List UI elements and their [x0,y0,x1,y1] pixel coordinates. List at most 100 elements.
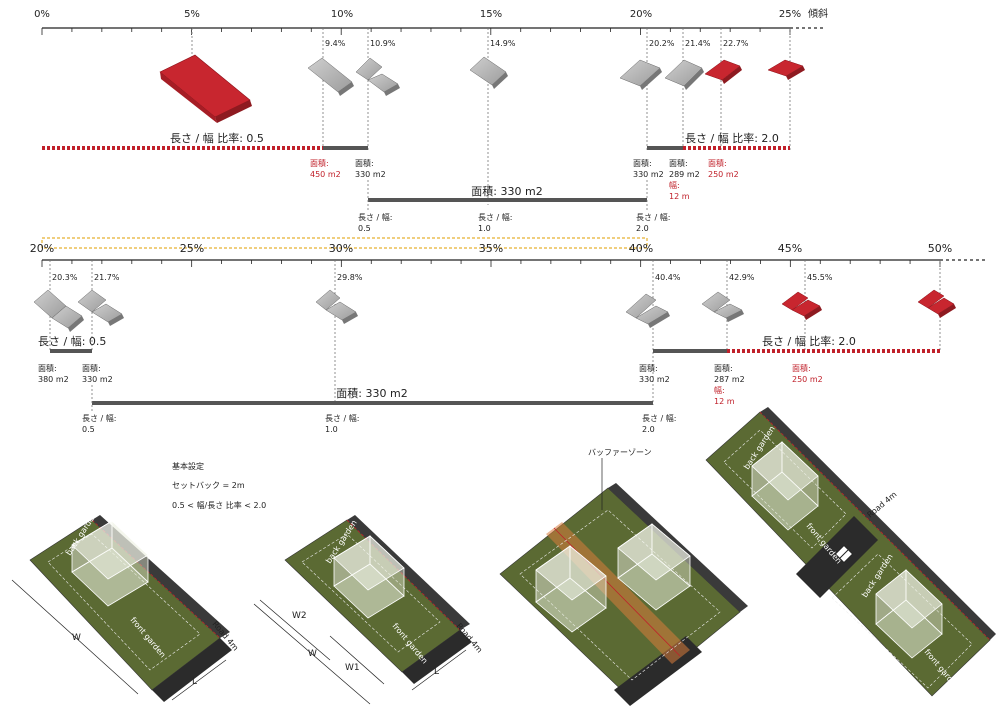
top-lw-label-3: 長さ / 幅: [636,212,670,222]
building-volume-4a [751,441,819,531]
top-block-gray-5 [664,59,704,90]
bottom-area-value-2: 330 m2 [82,375,113,384]
bottom-block-gray-5 [701,291,744,322]
bottom-block-gray-3 [315,289,358,324]
bottom-width-label: 幅: [714,385,725,395]
bottom-width-value: 12 m [714,397,735,406]
settings-title: 基本設定 [172,461,204,471]
bottom-tick-50: 50% [928,242,952,255]
plan2-w1: W1 [345,663,360,673]
bottom-area-label-1: 面積: [38,363,57,373]
building-volume-4b [875,569,943,659]
bottom-area-value-4: 287 m2 [714,375,745,384]
top-area-value-5: 250 m2 [708,170,739,179]
plan1-w: W [72,633,81,643]
bottom-block-red-1 [781,291,822,320]
bottom-marker-1: 20.3% [52,273,78,282]
bottom-area-label-3: 面積: [639,363,658,373]
top-ratio-right: 長さ / 幅 比率: 2.0 [685,131,779,145]
top-ratio-left: 長さ / 幅 比率: 0.5 [170,131,264,145]
top-lw-label-2: 長さ / 幅: [478,212,512,222]
top-width-value: 12 m [669,192,690,201]
slope-unit-label: 傾斜 [808,7,828,20]
top-lw-label-1: 長さ / 幅: [358,212,392,222]
bottom-tick-25: 25% [180,242,204,255]
bottom-area-label-2: 面積: [82,363,101,373]
settings-ratio: 0.5 < 幅/長さ 比率 < 2.0 [172,500,266,510]
building-volume-3b [617,523,691,611]
top-area-value-3: 330 m2 [633,170,664,179]
bottom-lw-value-2: 1.0 [325,425,338,434]
plan4-road: Road 4m [866,490,899,520]
basic-settings: 基本設定 セットバック = 2m 0.5 < 幅/長さ 比率 < 2.0 [172,461,266,510]
top-block-gray-3 [469,56,508,89]
bottom-lw-value-3: 2.0 [642,425,655,434]
top-block-red-large [159,54,252,123]
top-area-value-1: 450 m2 [310,170,341,179]
top-marker-3: 14.9% [490,39,516,48]
top-lw-value-3: 2.0 [636,224,649,233]
settings-setback: セットバック = 2m [172,481,245,490]
bottom-tick-40: 40% [629,242,653,255]
bottom-marker-4: 40.4% [655,273,681,282]
top-block-red-1 [704,59,742,84]
top-tick-0: 0% [34,9,50,20]
top-tick-10: 10% [331,9,353,20]
bottom-lw-label-1: 長さ / 幅: [82,413,116,423]
top-marker-5: 21.4% [685,39,711,48]
building-volume-3a [535,545,607,633]
top-area-label-2: 面積: [355,158,374,168]
plan2-w: W [308,649,317,659]
top-block-gray-1 [307,57,354,96]
top-tick-5: 5% [184,9,200,20]
bottom-block-gray-4 [625,293,670,328]
top-marker-1: 9.4% [325,39,346,48]
bottom-block-gray-1 [33,289,84,332]
bottom-marker-2: 21.7% [94,273,120,282]
bottom-area-band: 面積: 330 m2 [336,386,407,400]
bottom-area-label-4: 面積: [714,363,733,373]
top-block-red-2 [767,59,805,80]
bottom-marker-3: 29.8% [337,273,363,282]
top-lw-value-1: 0.5 [358,224,371,233]
bottom-tick-35: 35% [479,242,503,255]
plan2-l: L [434,667,439,677]
bottom-tick-45: 45% [778,242,802,255]
plan1-l: L [192,677,197,687]
bottom-lw-value-1: 0.5 [82,425,95,434]
top-area-label-4: 面積: [669,158,688,168]
top-marker-2: 10.9% [370,39,396,48]
bottom-block-red-2 [917,289,956,318]
crossing-icon [834,544,854,564]
building-volume-2 [333,535,405,619]
site-plan-2: back garden front garden Road 4m W2 W1 W… [253,515,484,705]
top-area-value-4: 289 m2 [669,170,700,179]
site-plan-3: バッファーゾーン [499,448,748,706]
bottom-tick-20: 20% [30,242,54,255]
top-area-label-5: 面積: [708,158,727,168]
top-block-gray-2 [355,57,400,96]
bottom-ratio-left: 長さ / 幅: 0.5 [38,335,106,348]
top-marker-6: 22.7% [723,39,749,48]
bottom-area-value-5: 250 m2 [792,375,823,384]
bottom-block-gray-2 [77,289,124,326]
bottom-lw-label-2: 長さ / 幅: [325,413,359,423]
bottom-area-label-5: 面積: [792,363,811,373]
site-plan-4: back garden front garden back garden fro… [705,407,996,697]
top-width-label: 幅: [669,180,680,190]
bottom-area-value-3: 330 m2 [639,375,670,384]
bottom-area-value-1: 380 m2 [38,375,69,384]
bottom-marker-5: 42.9% [729,273,755,282]
top-tick-15: 15% [480,9,502,20]
bottom-scale: 20% 25% 30% 35% 40% 45% 50% 20.3% 21.7% … [30,242,985,434]
top-area-label-1: 面積: [310,158,329,168]
top-block-gray-4 [619,59,662,90]
top-area-band: 面積: 330 m2 [471,184,542,198]
top-scale: 0% 5% 10% 15% 20% 25% 傾斜 9.4% 10.9% 14.9… [34,7,828,249]
top-tick-25: 25% [779,9,801,20]
bottom-ratio-right: 長さ / 幅 比率: 2.0 [762,334,856,348]
top-tick-20: 20% [630,9,652,20]
top-area-value-2: 330 m2 [355,170,386,179]
bottom-marker-6: 45.5% [807,273,833,282]
